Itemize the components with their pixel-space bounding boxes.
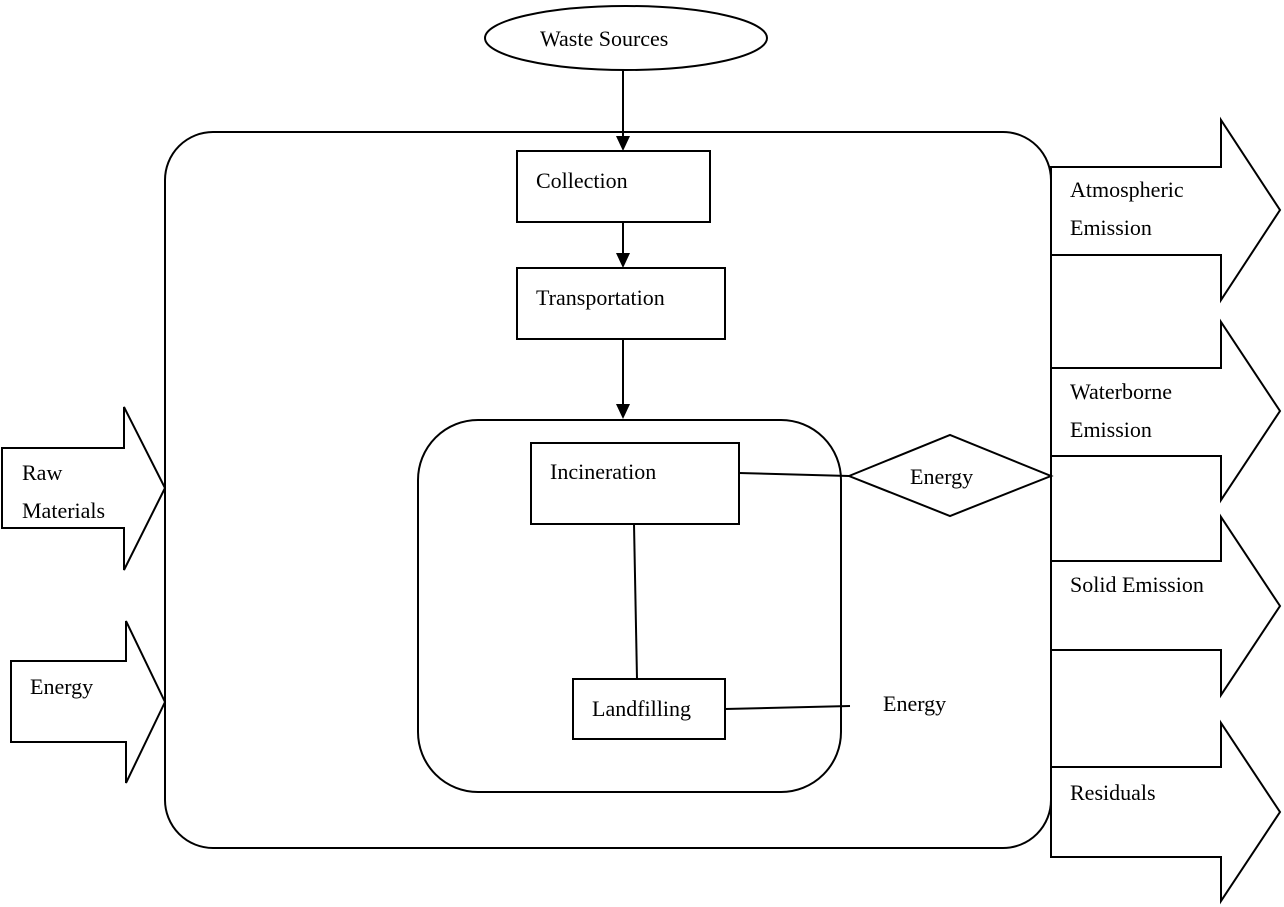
output-atmospheric-arrow xyxy=(1050,116,1282,304)
collection-label: Collection xyxy=(536,168,628,193)
energy-recovery-node xyxy=(846,433,1054,518)
output-waterborne-arrow xyxy=(1050,318,1282,504)
transportation-label: Transportation xyxy=(536,285,665,310)
energy-recovery-label: Energy xyxy=(910,464,973,489)
landfilling-label: Landfilling xyxy=(592,696,691,721)
output-atmospheric-label: Atmospheric Emission xyxy=(1070,177,1189,240)
output-waterborne-line-2: Emission xyxy=(1070,417,1152,442)
arrowhead-transportation xyxy=(616,253,630,268)
output-atmospheric-line-1: Atmospheric xyxy=(1070,177,1184,202)
landfill-energy-label: Energy xyxy=(883,691,946,716)
transportation-node xyxy=(516,267,726,340)
input-energy-label: Energy xyxy=(30,674,93,699)
input-energy-arrow xyxy=(10,620,167,784)
link-incineration-energy xyxy=(738,472,850,477)
output-solid-arrow xyxy=(1050,513,1282,699)
collection-node xyxy=(516,150,711,223)
waste-sources-label: Waste Sources xyxy=(540,26,668,51)
output-atmospheric-line-2: Emission xyxy=(1070,215,1152,240)
arrowhead-treatment xyxy=(616,404,630,419)
output-residuals-label: Residuals xyxy=(1070,780,1156,805)
arrowhead-collection xyxy=(616,136,630,151)
link-landfilling-energy xyxy=(724,705,851,710)
waste-sources-node xyxy=(484,5,768,71)
incineration-node xyxy=(530,442,740,525)
input-raw-materials-line-1: Raw xyxy=(22,460,62,485)
output-solid-label: Solid Emission xyxy=(1070,572,1204,597)
input-raw-materials-arrow xyxy=(1,406,167,571)
output-waterborne-line-1: Waterborne xyxy=(1070,379,1172,404)
input-raw-materials-label: Raw Materials xyxy=(22,460,105,523)
link-incineration-landfilling xyxy=(633,523,638,680)
output-residuals-arrow xyxy=(1050,719,1282,905)
output-waterborne-label: Waterborne Emission xyxy=(1070,379,1178,442)
input-raw-materials-line-2: Materials xyxy=(22,498,105,523)
incineration-label: Incineration xyxy=(550,459,656,484)
